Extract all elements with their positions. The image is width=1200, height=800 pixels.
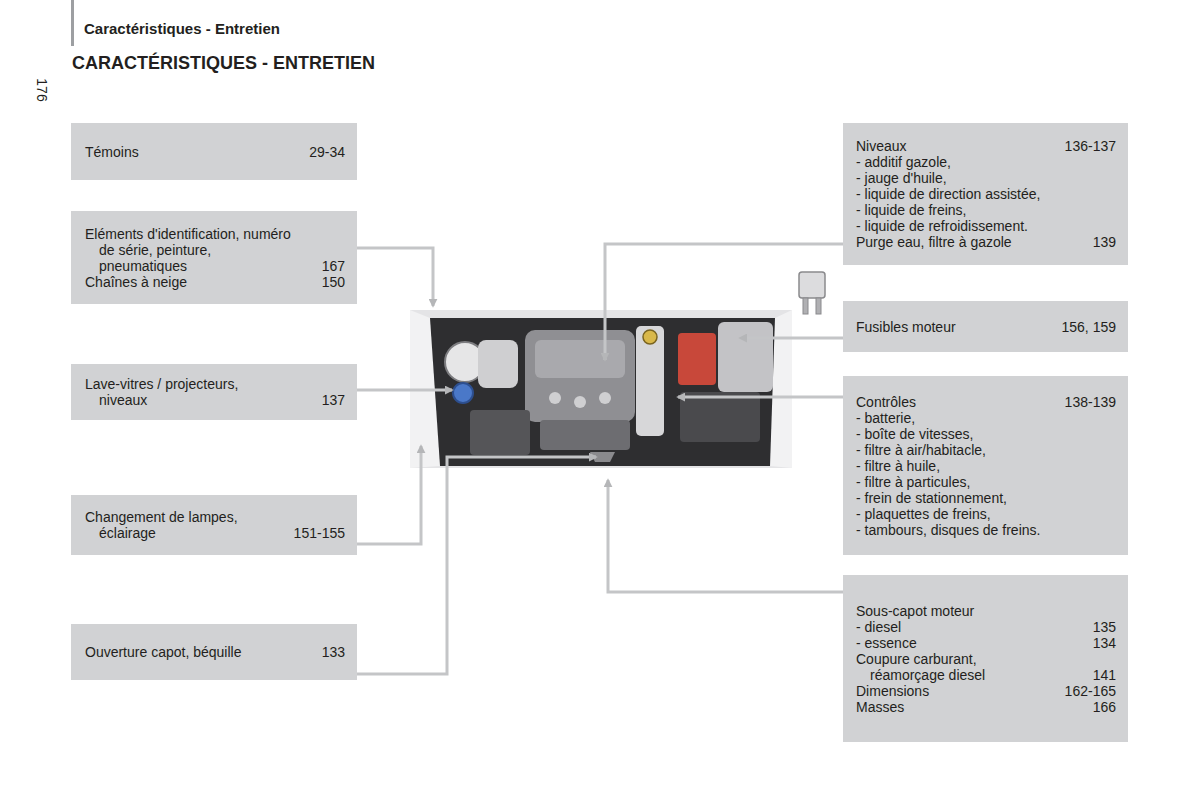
entry-label: Chaînes à neige [85,274,187,290]
callout-box: Témoins 29-34 [71,123,357,180]
callout-box: Sous-capot moteur- diesel 135 - essence 134… [843,575,1128,742]
entry-label: - essence [856,635,922,651]
entry-label: Niveaux [856,138,907,154]
leader-lines [357,244,843,674]
entry-row: Purge eau, filtre à gazole 139 [856,234,1116,250]
page-reference: 141 [1093,667,1116,683]
entry-row: - filtre à huile, [856,458,1116,474]
entry-label: Purge eau, filtre à gazole [856,234,1012,250]
entry-label: Lave-vitres / projecteurs, niveaux [85,376,289,408]
page-reference: 139 [1093,234,1116,250]
entry-row: Sous-capot moteur [856,603,1116,619]
entry-label: - diesel [856,619,907,635]
leader-line [357,446,421,544]
leader-line [608,480,843,592]
entry-row: - liquide de freins, [856,202,1116,218]
entry-label: Témoins [85,144,139,160]
entry-row: - liquide de direction assistée, [856,186,1116,202]
entry-label: Fusibles moteur [856,319,956,335]
entry-label: - filtre à huile, [856,458,940,474]
entry-label: - liquide de direction assistée, [856,186,1040,202]
entry-row: - filtre à particules, [856,474,1116,490]
entry-label: Dimensions [856,683,929,699]
entry-row: - essence 134 [856,635,1116,651]
entry-label: Eléments d'identification, numéro de sér… [85,226,294,274]
entry-label: - batterie, [856,410,921,426]
page-reference: 151-155 [294,525,345,541]
engine-bay [410,310,792,468]
entry-label: - tambours, disques de freins. [856,522,1040,538]
running-header: Caractéristiques - Entretien [84,20,280,37]
entry-label: - filtre à air/habitacle, [856,442,986,458]
entry-label: Sous-capot moteur [856,603,974,619]
entry-row: - diesel 135 [856,619,1116,635]
header-rule [71,0,74,46]
entry-row: Témoins 29-34 [85,144,345,160]
callout-box: Eléments d'identification, numéro de sér… [71,211,357,304]
entry-label: - frein de stationnement, [856,490,1007,506]
callout-box: Changement de lampes, éclairage 151-155 [71,495,357,555]
page-reference: 150 [322,274,345,290]
entry-label: Masses [856,699,904,715]
leader-line [740,337,843,340]
page-reference: 29-34 [309,144,345,160]
entry-label: - additif gazole, [856,154,951,170]
entry-label: Contrôles [856,394,916,410]
entry-row: Eléments d'identification, numéro de sér… [85,226,345,274]
entry-label: - jauge d'huile, [856,170,947,186]
leader-line [357,389,452,392]
page-reference: 166 [1093,699,1116,715]
entry-label: - boîte de vitesses, [856,426,974,442]
page-reference: 156, 159 [1062,319,1117,335]
page-number: 176 [34,78,50,101]
page-reference: 162-165 [1065,683,1116,699]
entry-row: Ouverture capot, béquille 133 [85,644,345,660]
leader-line [605,244,843,360]
entry-row: - boîte de vitesses, [856,426,1116,442]
entry-row: Fusibles moteur 156, 159 [856,319,1116,335]
fuse-icon [799,272,825,314]
page-reference: 167 [322,258,345,274]
entry-row: Coupure carburant, réamorçage diesel 141 [856,651,1116,683]
entry-row: - tambours, disques de freins. [856,522,1116,538]
leader-line [357,457,596,674]
entry-row: Dimensions 162-165 [856,683,1116,699]
callout-box: Fusibles moteur 156, 159 [843,301,1128,352]
entry-row: - filtre à air/habitacle, [856,442,1116,458]
entry-row: - additif gazole, [856,154,1116,170]
entry-row: Masses 166 [856,699,1116,715]
callout-box: Niveaux 136-137 - additif gazole,- jauge d… [843,123,1128,265]
entry-row: Changement de lampes, éclairage 151-155 [85,509,345,541]
entry-row: Niveaux 136-137 [856,138,1116,154]
entry-label: Coupure carburant, réamorçage diesel [856,651,1020,683]
entry-row: Lave-vitres / projecteurs, niveaux 137 [85,376,345,408]
entry-label: - liquide de refroidissement. [856,218,1028,234]
entry-row: - plaquettes de freins, [856,506,1116,522]
leader-line [357,248,433,306]
entry-label: - liquide de freins, [856,202,967,218]
entry-row: - liquide de refroidissement. [856,218,1116,234]
page-reference: 138-139 [1065,394,1116,410]
entry-row: - batterie, [856,410,1116,426]
callout-box: Contrôles 138-139 - batterie,- boîte de vi… [843,376,1128,555]
page-title: CARACTÉRISTIQUES - ENTRETIEN [72,53,375,74]
entry-row: Chaînes à neige 150 [85,274,345,290]
page-reference: 137 [322,392,345,408]
page-reference: 134 [1093,635,1116,651]
entry-row: Contrôles 138-139 [856,394,1116,410]
entry-label: Changement de lampes, éclairage [85,509,264,541]
leader-line [678,396,843,399]
callout-box: Lave-vitres / projecteurs, niveaux 137 [71,364,357,420]
page-reference: 135 [1093,619,1116,635]
entry-label: - plaquettes de freins, [856,506,991,522]
callout-box: Ouverture capot, béquille 133 [71,624,357,680]
entry-row: - frein de stationnement, [856,490,1116,506]
page-reference: 133 [322,644,345,660]
entry-label: Ouverture capot, béquille [85,644,241,660]
entry-row: - jauge d'huile, [856,170,1116,186]
entry-label: - filtre à particules, [856,474,970,490]
page-reference: 136-137 [1065,138,1116,154]
